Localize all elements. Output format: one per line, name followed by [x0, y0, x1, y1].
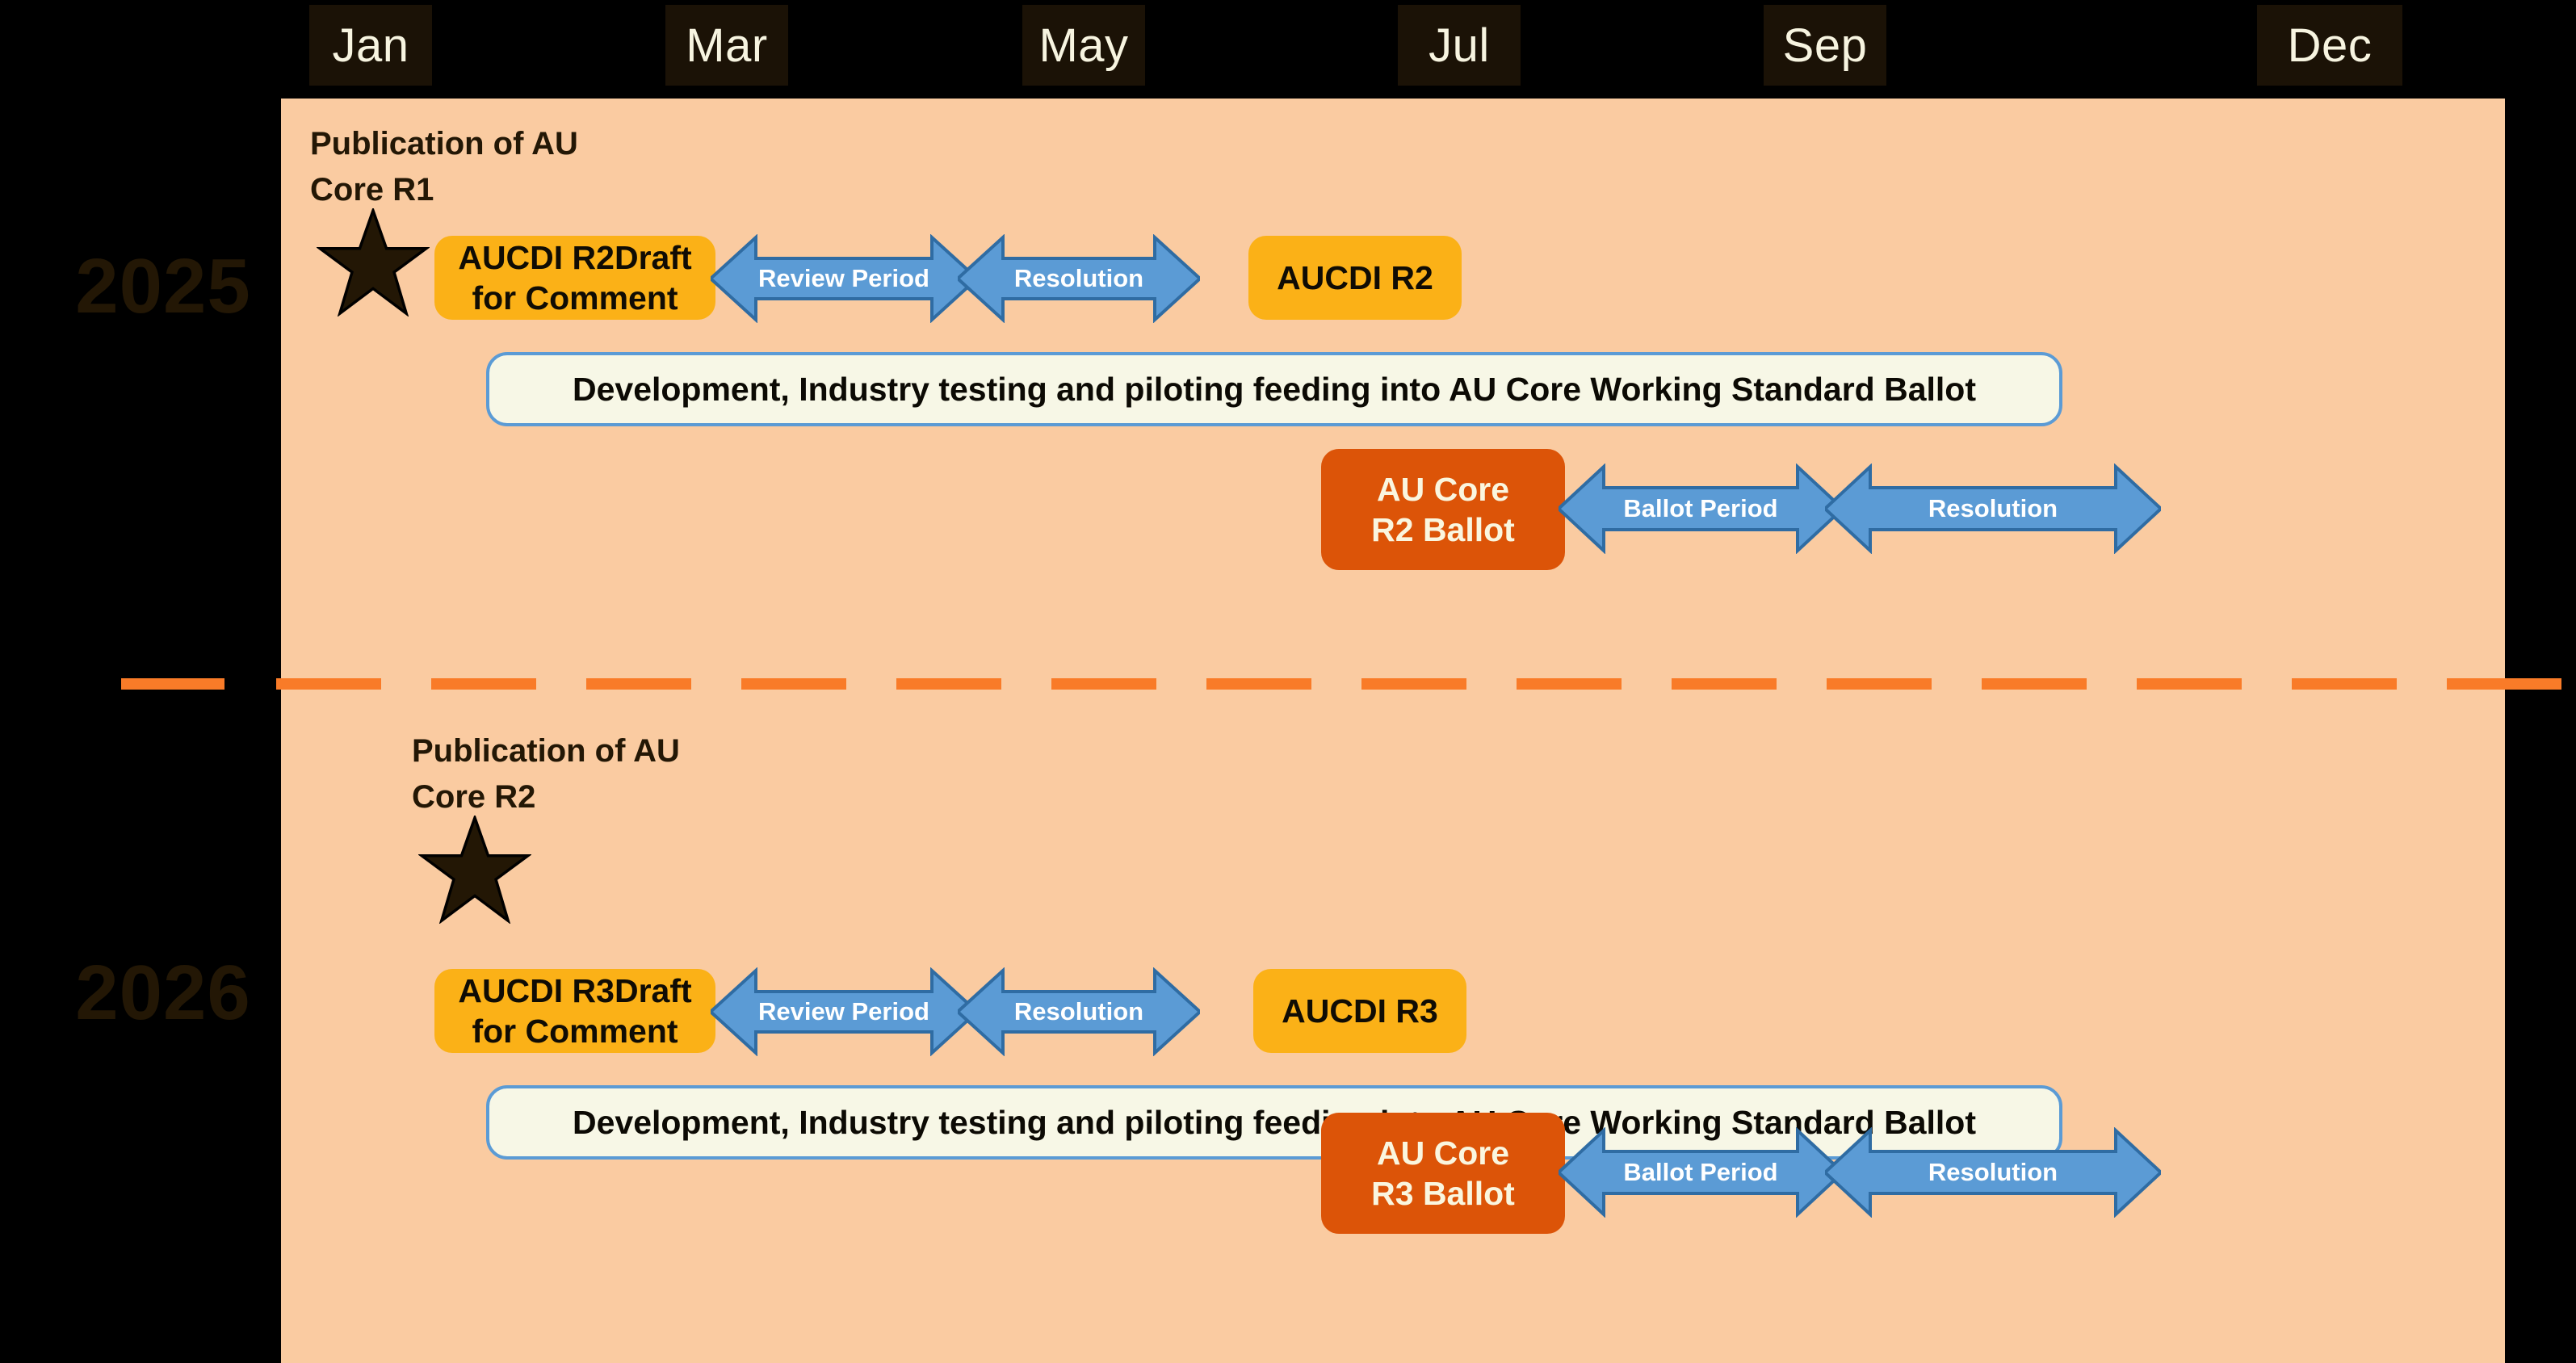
year-label-2026: 2026	[75, 950, 251, 1036]
arrow-label: Ballot Period	[1623, 494, 1778, 522]
chip-label: AUCDI R2	[1277, 258, 1433, 296]
month-label: Dec	[2287, 19, 2373, 72]
arrow-ballot-period-2025: Ballot Period	[1559, 463, 1843, 554]
month-label: Jul	[1429, 19, 1490, 72]
timeline-panel: Publication of AU Core R1 AUCDI R2Draft …	[281, 99, 2505, 1363]
arrow-label: Ballot Period	[1623, 1158, 1778, 1186]
chip-line2: for Comment	[472, 1013, 678, 1050]
arrow-ballot-resolution-2026: Resolution	[1825, 1127, 2161, 1218]
divider-dash-segment	[431, 678, 536, 690]
divider-dash-segment	[1051, 678, 1156, 690]
arrow-resolution-2025: Resolution	[958, 234, 1200, 323]
month-label: Sep	[1782, 19, 1868, 72]
chip-line2: R2 Ballot	[1371, 511, 1515, 548]
month-chip-sep: Sep	[1764, 5, 1886, 86]
arrow-review-period-2026: Review Period	[711, 967, 977, 1056]
arrow-review-period-2025: Review Period	[711, 234, 977, 323]
divider-dash-segment	[276, 678, 381, 690]
chip-au-core-r2-ballot[interactable]: AU Core R2 Ballot	[1321, 449, 1565, 570]
chip-line1: AU Core	[1376, 1134, 1510, 1172]
chip-line1: AUCDI R3Draft	[458, 971, 692, 1009]
divider-dash-segment	[121, 678, 224, 690]
chip-aucdi-r2[interactable]: AUCDI R2	[1248, 236, 1462, 320]
divider-dash-segment	[586, 678, 691, 690]
arrow-label: Resolution	[1928, 494, 2058, 522]
devbar-label: Development, Industry testing and piloti…	[572, 1103, 1976, 1141]
divider-dash-segment	[1517, 678, 1622, 690]
arrow-label: Review Period	[758, 997, 929, 1025]
arrow-label: Resolution	[1013, 997, 1144, 1025]
star-icon	[417, 813, 533, 925]
month-label: Mar	[686, 19, 768, 72]
month-chip-jul: Jul	[1398, 5, 1521, 86]
milestone-au-core-r2: Publication of AU Core R2	[412, 728, 767, 930]
chip-aucdi-r2-draft[interactable]: AUCDI R2Draft for Comment	[434, 236, 715, 320]
milestone-caption-line1: Publication of AU	[412, 733, 680, 769]
chip-line1: AUCDI R2Draft	[458, 238, 692, 276]
chip-line2: R3 Ballot	[1371, 1175, 1515, 1212]
divider-dash-segment	[896, 678, 1001, 690]
arrow-label: Resolution	[1013, 264, 1144, 292]
divider-dash-segment	[1982, 678, 2087, 690]
year-divider	[121, 678, 2561, 690]
month-label: Jan	[332, 19, 409, 72]
divider-dash-segment	[2137, 678, 2242, 690]
chip-line1: AU Core	[1376, 470, 1510, 508]
arrow-label: Resolution	[1928, 1158, 2058, 1186]
milestone-caption: Publication of AU Core R2	[412, 728, 759, 820]
chip-line2: for Comment	[472, 279, 678, 317]
chip-aucdi-r3-draft[interactable]: AUCDI R3Draft for Comment	[434, 969, 715, 1053]
divider-dash-segment	[1361, 678, 1466, 690]
milestone-au-core-r1: Publication of AU Core R1	[310, 121, 665, 323]
month-header-strip: Jan Mar May Jul Sep Dec	[0, 0, 2576, 95]
milestone-caption: Publication of AU Core R1	[310, 121, 657, 213]
month-chip-dec: Dec	[2257, 5, 2402, 86]
milestone-caption-line2: Core R1	[310, 171, 434, 208]
divider-dash-segment	[2447, 678, 2561, 690]
devbar-label: Development, Industry testing and piloti…	[572, 370, 1976, 408]
divider-dash-segment	[741, 678, 846, 690]
arrow-label: Review Period	[758, 264, 929, 292]
arrow-ballot-period-2026: Ballot Period	[1559, 1127, 1843, 1218]
chip-au-core-r3-ballot[interactable]: AU Core R3 Ballot	[1321, 1113, 1565, 1234]
year-label-2025: 2025	[75, 243, 251, 329]
divider-dash-segment	[1206, 678, 1311, 690]
month-chip-may: May	[1022, 5, 1145, 86]
arrow-resolution-2026: Resolution	[958, 967, 1200, 1056]
chip-label: AUCDI R3	[1282, 992, 1438, 1030]
devbar-2025: Development, Industry testing and piloti…	[486, 352, 2062, 426]
divider-dash-segment	[2292, 678, 2397, 690]
month-label: May	[1038, 19, 1129, 72]
month-chip-jan: Jan	[309, 5, 432, 86]
divider-dash-segment	[1672, 678, 1777, 690]
star-icon	[315, 206, 431, 317]
divider-dash-segment	[1827, 678, 1932, 690]
month-chip-mar: Mar	[665, 5, 788, 86]
milestone-caption-line1: Publication of AU	[310, 126, 578, 161]
milestone-caption-line2: Core R2	[412, 778, 536, 815]
arrow-ballot-resolution-2025: Resolution	[1825, 463, 2161, 554]
chip-aucdi-r3[interactable]: AUCDI R3	[1253, 969, 1466, 1053]
